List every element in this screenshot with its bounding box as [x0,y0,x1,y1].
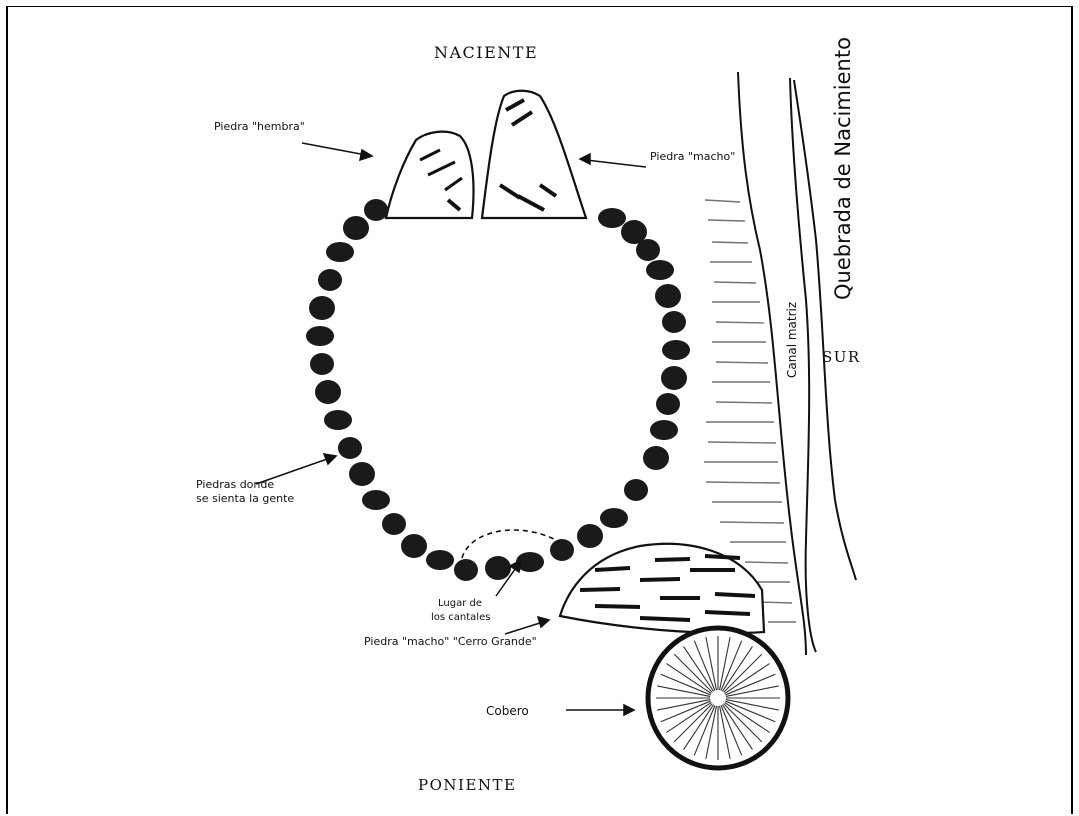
ring-stone [550,539,574,561]
ring-stone [621,220,647,244]
piedras-label-line1: Piedras donde [196,478,274,491]
naciente-label: NACIENTE [434,43,538,62]
ring-stone [600,508,628,528]
ring-stone [656,393,680,415]
ring-stone [598,208,626,228]
piedra-hembra-stone [386,132,474,218]
ring-stone [306,326,334,346]
cantales-dashed-arc [462,530,560,558]
piedra-cerro-grande-label: Piedra "macho" "Cerro Grande" [364,635,537,648]
ring-stone [310,353,334,375]
cobero-stone [648,628,788,768]
ring-stone [349,462,375,486]
ring-stone [382,513,406,535]
ring-stone [661,366,687,390]
piedra-macho-stone [482,91,586,218]
ring-stone [624,479,648,501]
piedras-label-line2: se sienta la gente [196,492,294,505]
ring-stone [662,311,686,333]
ring-stone [343,216,369,240]
ring-stone [454,559,478,581]
piedra-hembra-label: Piedra "hembra" [214,120,305,133]
ring-stone [338,437,362,459]
ring-stone [485,556,511,580]
lugar-cantales-line1: Lugar de [438,598,482,609]
ring-stone [318,269,342,291]
quebrada-label: Quebrada de Nacimiento [831,37,855,300]
ring-stone [426,550,454,570]
piedra-cerro-grande-stone [560,544,764,633]
cobero-label: Cobero [486,704,529,718]
ring-stone [401,534,427,558]
ring-stone [362,490,390,510]
sur-label: SUR [822,348,861,366]
canal-label: Canal matriz [785,302,799,378]
ring-stone [315,380,341,404]
lugar-cantales-line2: los cantales [431,612,490,623]
ring-stone [643,446,669,470]
ring-stone [326,242,354,262]
poniente-label: PONIENTE [418,776,516,794]
stone-ring [306,199,690,581]
ring-stone [324,410,352,430]
ring-stone [655,284,681,308]
piedra-macho-label: Piedra "macho" [650,150,735,163]
ring-stone [577,524,603,548]
ring-stone [646,260,674,280]
ring-stone [309,296,335,320]
arrows [256,143,646,715]
ring-stone [650,420,678,440]
ring-stone [662,340,690,360]
ring-stone [364,199,388,221]
